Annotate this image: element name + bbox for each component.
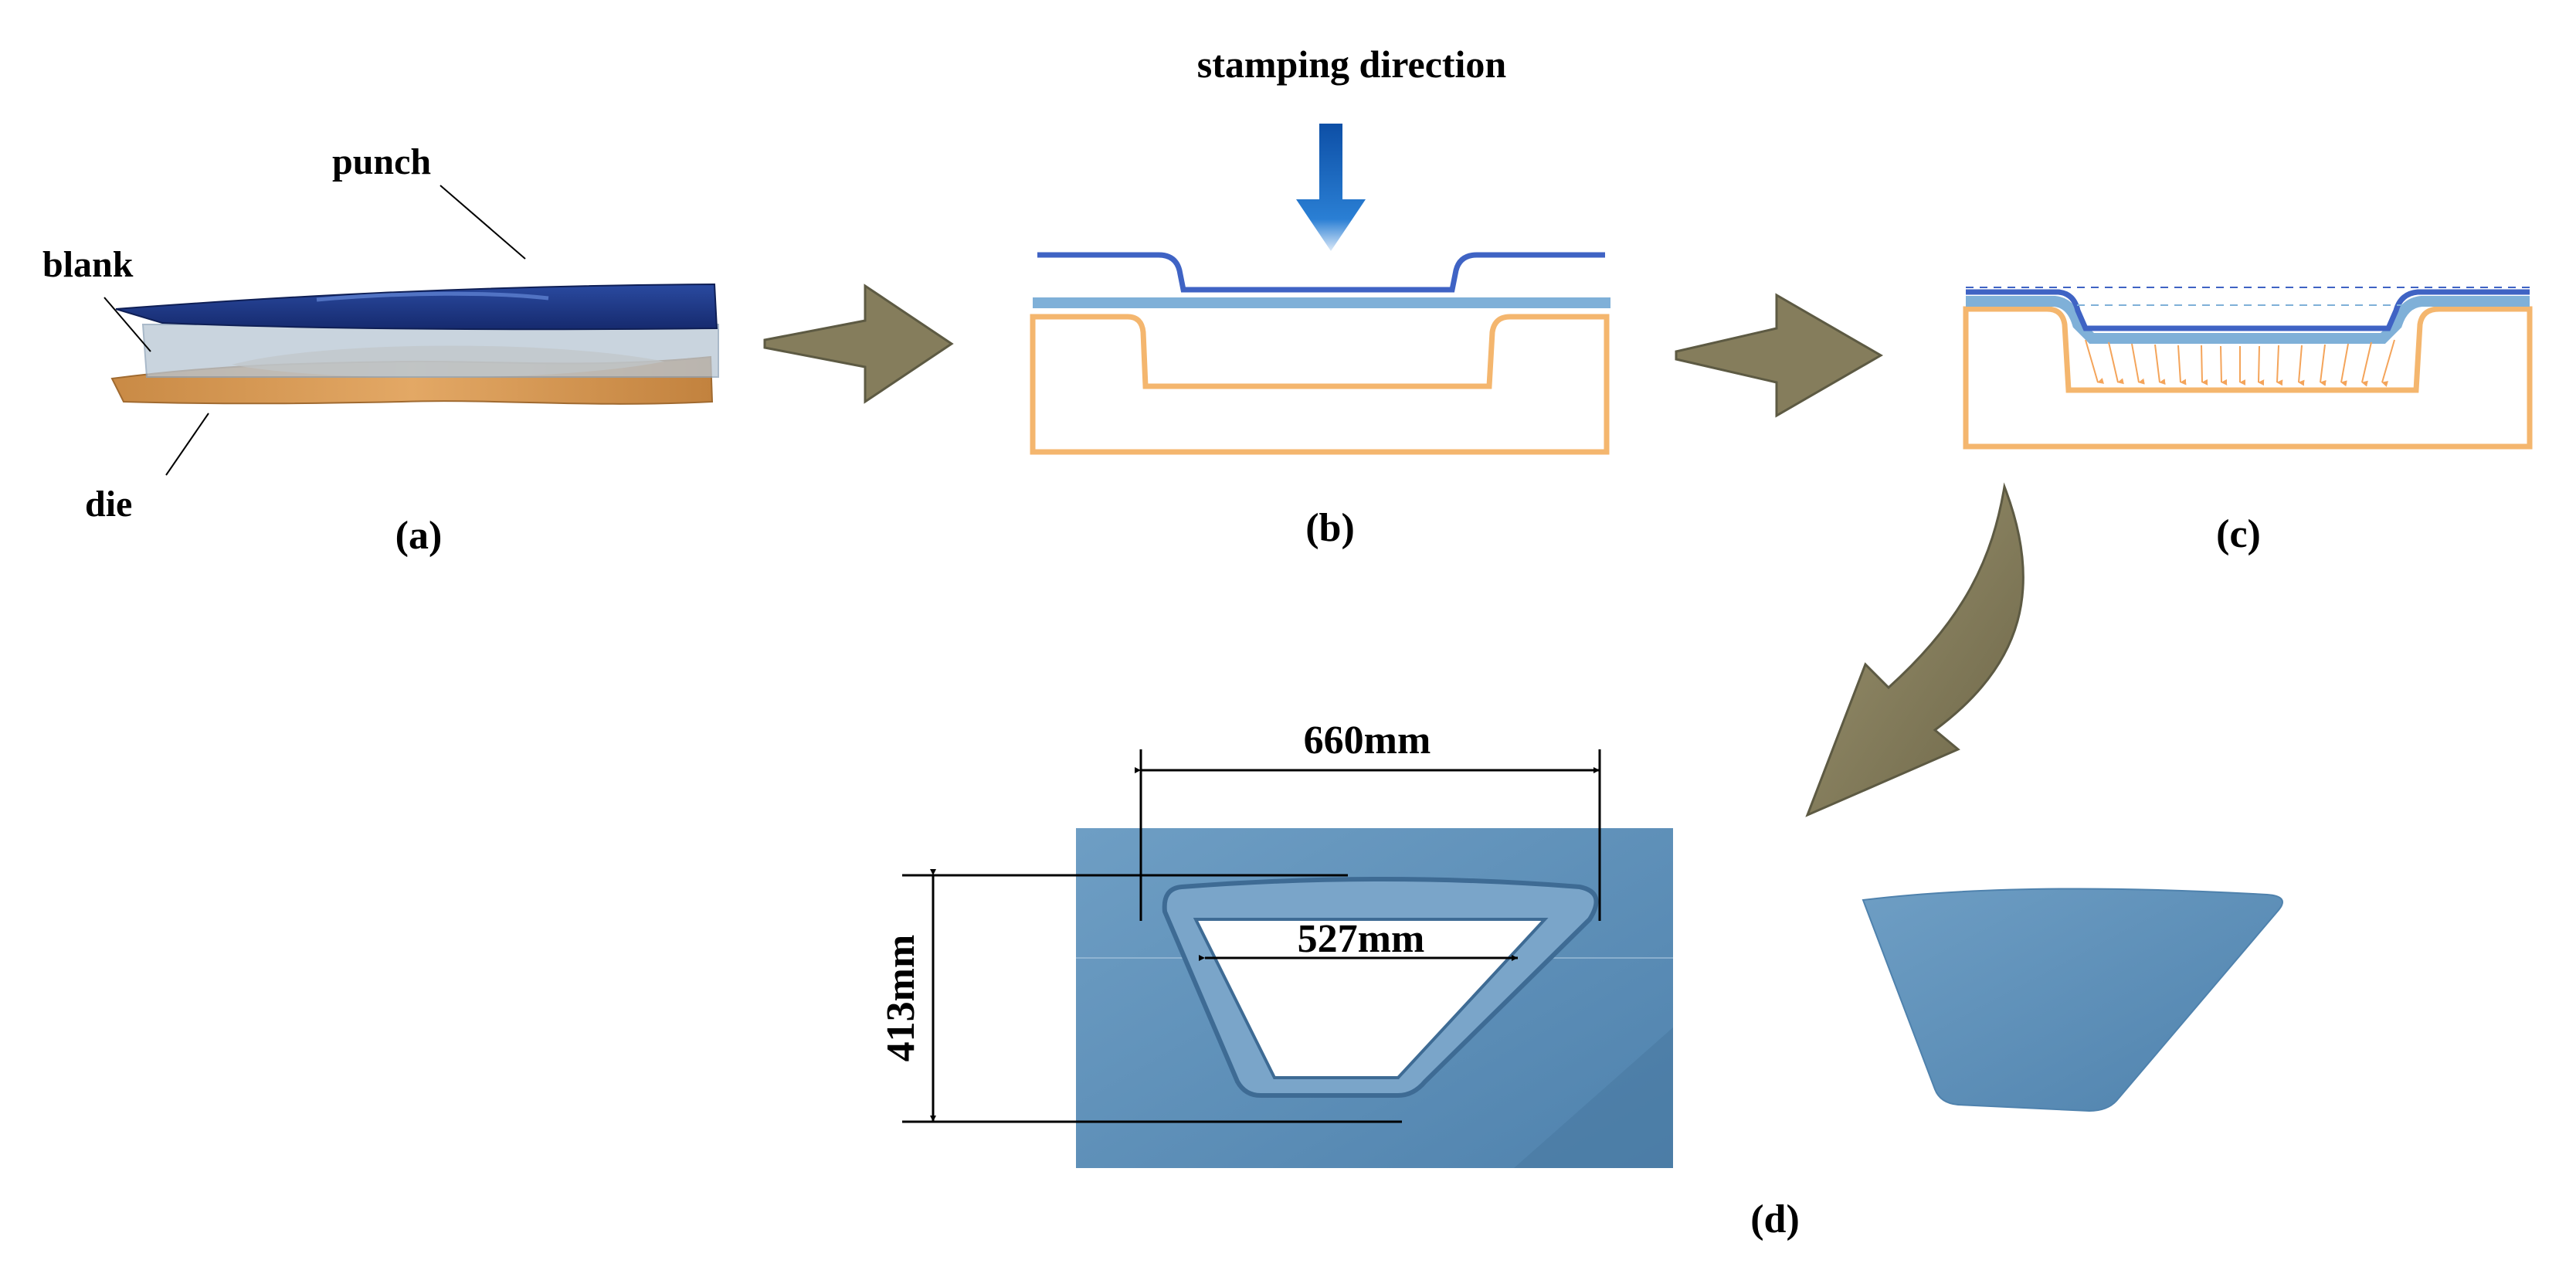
process-arrow-right-1 bbox=[763, 284, 954, 404]
blank-deformed bbox=[1966, 296, 2530, 344]
process-arrow-right-2 bbox=[1675, 293, 1883, 418]
dim-527-label: 527mm bbox=[1298, 917, 1425, 961]
die-profile-c bbox=[1963, 306, 2533, 450]
dim-413-label: 413mm bbox=[879, 935, 923, 1062]
dim-660-label: 660mm bbox=[1304, 718, 1431, 762]
panel-c-during-stamping: (c) bbox=[1963, 287, 2533, 556]
blank-profile bbox=[1033, 297, 1610, 308]
panel-b-before-stamping: stamping direction (b) bbox=[1030, 42, 1610, 550]
panel-d-caption: (d) bbox=[1750, 1197, 1800, 1241]
panel-c-caption: (c) bbox=[2216, 512, 2261, 556]
panel-b-caption: (b) bbox=[1305, 506, 1355, 550]
punch-shape bbox=[115, 283, 718, 331]
stamping-direction-arrow bbox=[1296, 124, 1366, 251]
punch-profile-c bbox=[1966, 289, 2530, 331]
blank-sheet bbox=[141, 324, 719, 378]
panel-d-formed-part: 660mm 527mm 413mm (d) bbox=[879, 718, 2283, 1241]
process-arrow-curved bbox=[1805, 482, 2024, 817]
dimension-lines bbox=[902, 749, 1601, 1123]
panel-a-caption: (a) bbox=[395, 514, 443, 558]
punch-leader-line bbox=[440, 185, 526, 260]
stamping-direction-label: stamping direction bbox=[1197, 42, 1507, 86]
die-label: die bbox=[85, 484, 132, 525]
blank-leader-line bbox=[104, 297, 151, 352]
blank-label: blank bbox=[42, 244, 134, 285]
punch-label: punch bbox=[332, 141, 431, 182]
pressure-arrows bbox=[2085, 339, 2395, 387]
punch-profile bbox=[1037, 252, 1605, 293]
die-leader-line bbox=[165, 413, 209, 476]
panel-a-tooling: punch blank die (a) bbox=[42, 141, 719, 558]
punch-highlight bbox=[316, 291, 549, 302]
sheet-crease bbox=[1514, 1027, 1673, 1168]
die-profile bbox=[1030, 314, 1610, 455]
trimmed-part bbox=[1862, 888, 2283, 1112]
